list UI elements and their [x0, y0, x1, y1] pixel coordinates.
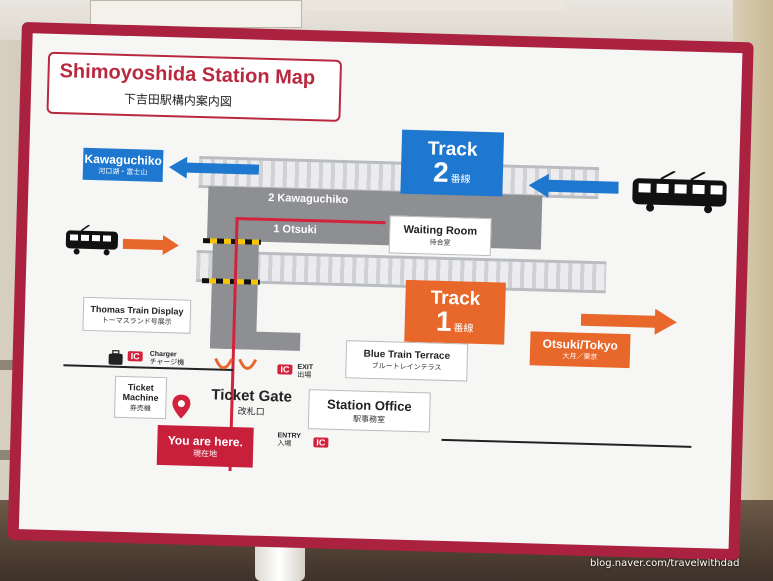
- track-2-number: 2: [432, 156, 450, 188]
- charger-ic-mark: IC: [127, 351, 145, 362]
- you-are-here-en: You are here.: [167, 432, 244, 449]
- blog-watermark: blog.naver.com/travelwithdad: [590, 558, 740, 569]
- ticket-gate-en: Ticket Gate: [211, 386, 293, 406]
- track-2-sign: Track 2番線: [400, 129, 505, 197]
- destination-otsuki-tokyo-en: Otsuki/Tokyo: [542, 336, 618, 353]
- ticket-machine-en-1: Ticket: [127, 381, 154, 393]
- waiting-room-label: Waiting Room 待合室: [388, 215, 492, 257]
- exit-label: EXIT 出場: [297, 364, 313, 380]
- thomas-train-display-jp: トーマスランド号展示: [101, 316, 172, 326]
- entry-ic-mark: IC: [313, 437, 330, 448]
- arrow-right-icon-small: [122, 235, 179, 256]
- platform-2-label: 2 Kawaguchiko: [268, 191, 349, 207]
- crossing-hazard-top: [202, 238, 262, 245]
- title-jp: 下吉田駅構内案内図: [123, 91, 233, 109]
- track-1-suffix: 番線: [453, 322, 474, 335]
- blue-train-terrace-label: Blue Train Terrace ブルートレインテラス: [345, 340, 469, 382]
- entry-en: ENTRY: [277, 432, 302, 440]
- track-1-number: 1: [435, 305, 453, 337]
- station-office-en: Station Office: [326, 396, 412, 414]
- exit-ic-mark: IC: [277, 364, 294, 375]
- gate-direction-icon: [214, 357, 258, 370]
- destination-otsuki-tokyo: Otsuki/Tokyo 大月／東京: [529, 331, 631, 369]
- station-map-sign: Shimoyoshida Station Map 下吉田駅構内案内図 2 Kaw…: [7, 22, 754, 561]
- charger-label: Charger チャージ機: [149, 351, 184, 367]
- arrow-left-icon-track2: [528, 173, 619, 198]
- ticket-gate-label: Ticket Gate 改札口: [196, 386, 307, 419]
- destination-kawaguchiko-jp: 河口湖・富士山: [98, 168, 148, 177]
- blue-train-terrace-jp: ブルートレインテラス: [371, 362, 442, 372]
- train-icon-large: [632, 170, 727, 214]
- ticket-machine-en-2: Machine: [122, 391, 159, 403]
- station-office-label: Station Office 駅事務室: [307, 389, 431, 433]
- location-pin-icon: [172, 394, 191, 419]
- destination-otsuki-tokyo-jp: 大月／東京: [562, 353, 598, 362]
- destination-kawaguchiko: Kawaguchiko 河口湖・富士山: [82, 147, 164, 182]
- arrow-right-icon: [580, 308, 677, 335]
- platform-1-label: 1 Otsuki: [273, 223, 317, 237]
- train-icon-small: [65, 224, 119, 256]
- arrow-left-icon: [169, 156, 260, 179]
- ticket-machine-label: Ticket Machine 券売機: [113, 375, 168, 420]
- ic-card-icon-exit: IC: [277, 364, 293, 375]
- charger-jp: チャージ機: [149, 358, 185, 367]
- ic-card-icon-entry: IC: [313, 437, 329, 448]
- entry-jp: 入場: [277, 439, 292, 448]
- station-wall-line-left: [63, 364, 234, 372]
- exit-en: EXIT: [297, 363, 314, 372]
- background-paper-notice: [90, 0, 302, 28]
- you-are-here-badge: You are here. 現在地: [156, 424, 254, 468]
- background-paper-notice-2: [305, 0, 565, 10]
- station-wall-line-right: [441, 438, 692, 448]
- destination-kawaguchiko-en: Kawaguchiko: [84, 151, 163, 168]
- title-box: Shimoyoshida Station Map 下吉田駅構内案内図: [46, 51, 343, 122]
- you-are-here-jp: 現在地: [192, 448, 218, 459]
- ic-card-icon: IC: [127, 351, 143, 362]
- waiting-room-en: Waiting Room: [403, 223, 478, 238]
- title-en: Shimoyoshida Station Map: [59, 60, 316, 90]
- ticket-machine-jp: 券売機: [129, 404, 151, 413]
- thomas-train-display-label: Thomas Train Display トーマスランド号展示: [82, 296, 192, 334]
- waiting-room-jp: 待合室: [429, 238, 451, 247]
- exit-jp: 出場: [297, 371, 312, 379]
- track-2-suffix: 番線: [450, 173, 471, 186]
- platform-walkway: [209, 330, 301, 351]
- sign-panel: Shimoyoshida Station Map 下吉田駅構内案内図 2 Kaw…: [18, 33, 743, 549]
- track-1-sign: Track 1番線: [404, 279, 506, 345]
- luggage-icon: [108, 350, 123, 365]
- station-office-jp: 駅事務室: [352, 413, 386, 424]
- crossing-hazard-bottom: [201, 278, 260, 285]
- entry-label: ENTRY 入場: [277, 432, 301, 448]
